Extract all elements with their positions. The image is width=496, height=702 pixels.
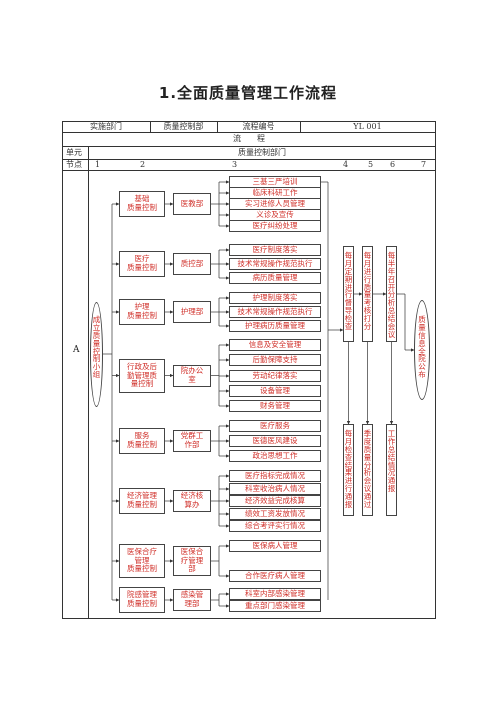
col4-bottom-box-text: 每月检查结果进行通报 (344, 429, 353, 509)
root-text: 成立质量控制小组 (92, 315, 101, 380)
group-3-dept: 护理部 (173, 301, 211, 323)
group-6-item-5: 综合考评实行情况 (229, 520, 321, 532)
group-8-item-2: 重点部门感染管理 (229, 600, 321, 612)
root-ellipse (90, 302, 103, 407)
group-2-control: 医疗 质量控制 (119, 251, 165, 277)
col6-top-box (386, 246, 397, 342)
group-1-control: 基础 质量控制 (119, 191, 165, 217)
col4-bottom-box (343, 424, 354, 516)
group-5-item-1: 医疗服务 (229, 420, 321, 432)
group-1-item-5: 医疗纠纷处理 (229, 220, 321, 232)
group-3-control: 护理 质量控制 (119, 299, 165, 325)
group-5-item-3: 政治思想工作 (229, 450, 321, 462)
col6-top-box-text: 每半年召开分析总结会议 (387, 251, 396, 339)
group-7-control: 医保合疗 管理 质量控制 (119, 544, 165, 578)
group-6-item-2: 科室收治病人情况 (229, 483, 321, 495)
group-6-item-3: 经济效益完成核算 (229, 495, 321, 507)
group-5-dept: 党群工 作部 (173, 430, 211, 452)
group-4-item-3: 劳动纪律落实 (229, 370, 321, 382)
group-8-dept: 感染管 理部 (173, 589, 211, 611)
table-border-left (62, 121, 63, 618)
table-line-1 (62, 132, 436, 133)
unit-value: 质量控制部门 (238, 148, 286, 157)
group-4-item-4: 设备管理 (229, 385, 321, 397)
table-border-bottom (62, 618, 436, 619)
group-3-item-2: 技术常规操作规范执行 (229, 306, 321, 318)
dept-label: 实施部门 (90, 122, 122, 131)
group-4-item-5: 财务管理 (229, 400, 321, 412)
node-number-5: 5 (368, 160, 374, 169)
node-number-3: 3 (232, 160, 238, 169)
col4-top-box-text: 每月定期进行督导检查 (344, 251, 353, 331)
col5-top-box (362, 246, 373, 342)
node-number-6: 6 (390, 160, 396, 169)
node-number-7: 7 (421, 160, 427, 169)
group-8-item-1: 科室内部感染管理 (229, 588, 321, 600)
group-3-item-1: 护理制度落实 (229, 292, 321, 304)
col5-top-box-text: 每月进行质量考核打分 (363, 251, 372, 331)
table-head-col-1 (150, 121, 151, 132)
group-4-item-1: 信息及安全管理 (229, 339, 321, 351)
table-line-3 (62, 159, 436, 160)
unit-label: 单元 (66, 148, 82, 157)
flow-no-label: 流程编号 (242, 122, 275, 131)
col7-ellipse (414, 300, 430, 400)
col5-bottom-box-text: 季度质量分析会议通过 (363, 429, 372, 509)
group-5-item-2: 医德医风建设 (229, 435, 321, 447)
group-2-item-1: 医疗制度落实 (229, 244, 321, 256)
col7-text: 质量信息全院公布 (418, 315, 426, 380)
group-2-item-2: 技术常规操作规范执行 (229, 258, 321, 270)
col6-bottom-box (386, 424, 397, 516)
group-6-dept: 经济核 算办 (173, 490, 211, 512)
col5-bottom-box (362, 424, 373, 516)
row-label: A (73, 345, 80, 355)
dept-value: 质量控制部 (163, 122, 204, 131)
table-border-right (435, 121, 436, 618)
group-2-item-3: 病历质量管理 (229, 272, 321, 284)
group-5-control: 服务 质量控制 (119, 428, 165, 454)
flow-label: 流 程 (233, 134, 265, 143)
flow-no-value: YL 001 (353, 122, 382, 131)
group-4-item-2: 后勤保障支持 (229, 354, 321, 366)
group-8-control: 院感管理 质量控制 (119, 587, 165, 613)
node-label: 节点 (66, 160, 82, 169)
page-title: 1.全面质量管理工作流程 (158, 84, 338, 102)
table-line-2 (62, 146, 436, 147)
group-6-control: 经济管理 质量控制 (119, 488, 165, 514)
table-line-4 (62, 170, 436, 171)
table-head-col-3 (300, 121, 301, 132)
group-7-dept: 医保合 疗管理 部 (173, 546, 211, 576)
group-4-dept: 院办公 室 (173, 365, 211, 387)
group-2-dept: 质控部 (173, 253, 211, 275)
node-number-1: 1 (95, 160, 101, 169)
node-number-4: 4 (343, 160, 349, 169)
group-7-item-2: 合作医疗病人管理 (229, 570, 321, 582)
group-3-item-3: 护理病历质量管理 (229, 320, 321, 332)
group-1-dept: 医教部 (173, 193, 211, 215)
table-head-col-2 (217, 121, 218, 132)
group-4-control: 行政及后 勤管理质 量控制 (119, 359, 165, 393)
col6-bottom-box-text: 工作总结情况通报 (387, 429, 396, 494)
table-col-a (88, 146, 89, 618)
group-6-item-1: 医疗指标完成情况 (229, 470, 321, 482)
group-7-item-1: 医保病人管理 (229, 540, 321, 552)
group-6-item-4: 绩效工资发放情况 (229, 508, 321, 520)
table-border-top (62, 121, 436, 122)
col4-top-box (343, 246, 354, 342)
node-number-2: 2 (140, 160, 146, 169)
